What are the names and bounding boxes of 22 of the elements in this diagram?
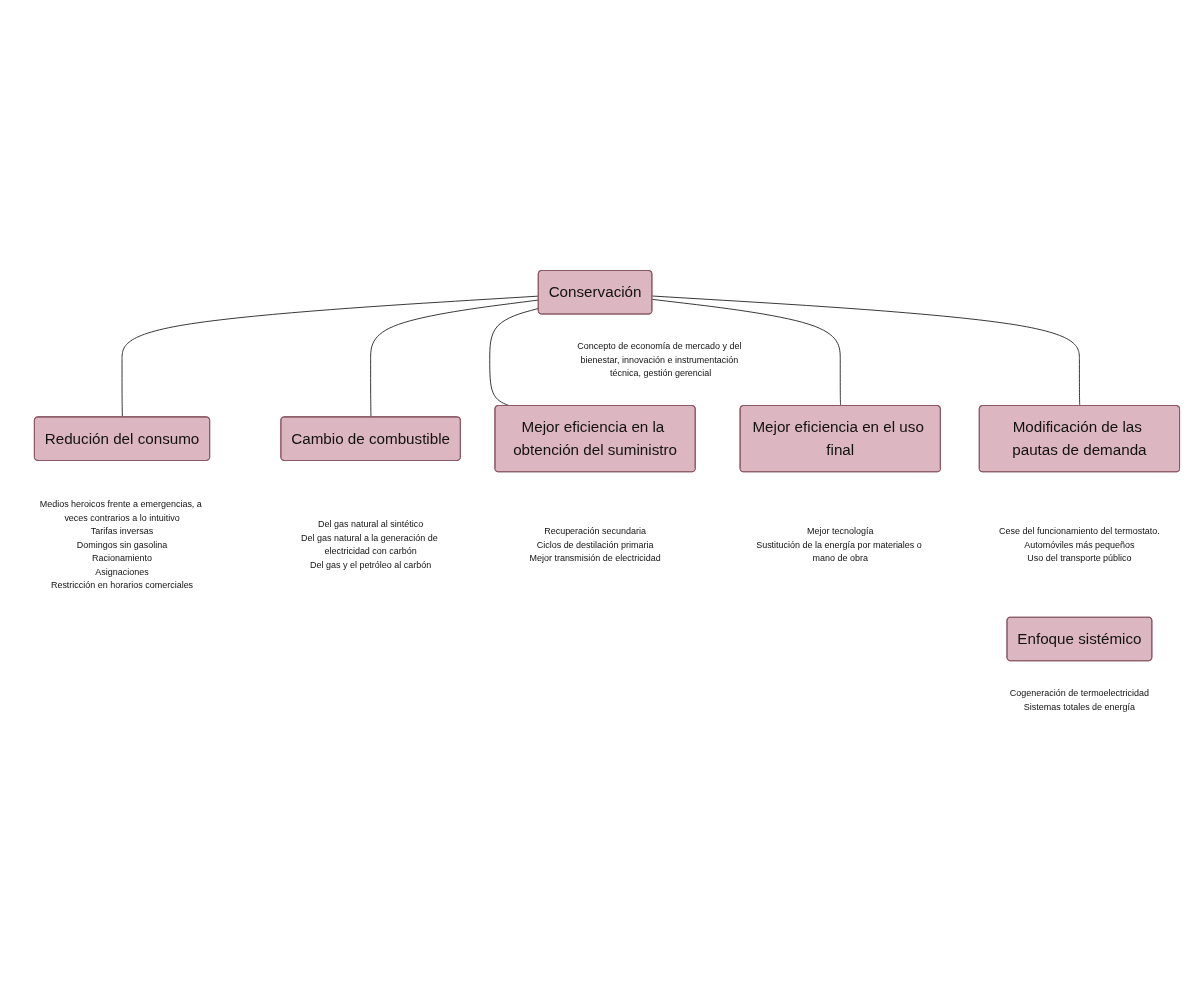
node-label: Mejor transmisión de electricidad: [529, 552, 661, 563]
node-label: Mejor tecnología: [807, 525, 874, 536]
connector: [651, 295, 1081, 406]
node-label: Ciclos de destilación primaria: [536, 538, 654, 549]
node-label: Recuperación secundaria: [544, 525, 646, 536]
node-label: Cogeneración de termoelectricidad: [1009, 687, 1150, 698]
node-label: Cese del funcionamiento del termostato.: [999, 525, 1160, 536]
node-label: Sistemas totales de energía: [1023, 700, 1136, 711]
node-label: Tarifas inversas: [90, 525, 154, 536]
node-label: Medios heroicos frente a emergencias, a veces contrarios a lo intuitivo: [39, 498, 202, 523]
connector: [651, 298, 842, 406]
node-label: Restricción en horarios comerciales: [50, 579, 194, 590]
node-label: Del gas natural al sintético: [317, 518, 424, 529]
node-label: Asignaciones: [95, 565, 149, 576]
node-label: Uso del transporte público: [1027, 552, 1132, 563]
node-label: Del gas y el petróleo al carbón: [309, 558, 432, 570]
node-label: Sustitución de la energía por materiales o mano de obra: [756, 538, 922, 563]
node-label: Del gas natural a la generación de electricidad con carbón: [301, 531, 438, 556]
node-label: Racionamiento: [92, 552, 152, 563]
node-label: Domingos sin gasolina: [76, 538, 168, 549]
node-label: Concepto de economía de mercado y del bienestar, innovación e instrumentación técnica, gestión gerencial: [577, 340, 742, 378]
node-label: Automóviles más pequeños: [1024, 538, 1135, 549]
